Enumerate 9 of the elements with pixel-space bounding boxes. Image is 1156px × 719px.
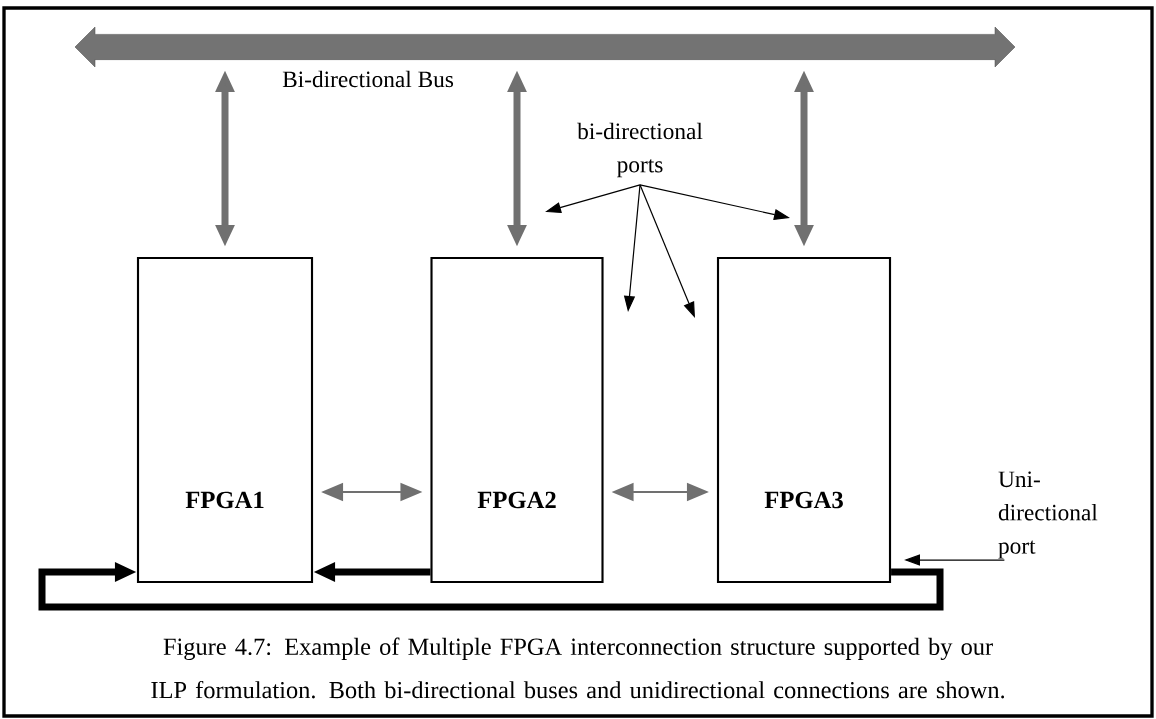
bus-label: Bi-directional Bus (280, 69, 456, 89)
bus-arrow (74, 26, 1016, 68)
caption: Figure 4.7: Example of Multiple FPGA interconnection structure supported by our ILP formulation. Both bi-directional buses and unidirectional connections are shown. (151, 637, 1005, 699)
fpga-box: FPGA2 (430, 256, 604, 584)
callout-text: Uni-directional port (998, 471, 1098, 559)
arrow (38, 562, 944, 611)
callout-text: bi-directional ports (577, 122, 703, 178)
fpga-box: FPGA3 (716, 256, 892, 584)
fpga-box: FPGA1 (136, 256, 314, 584)
